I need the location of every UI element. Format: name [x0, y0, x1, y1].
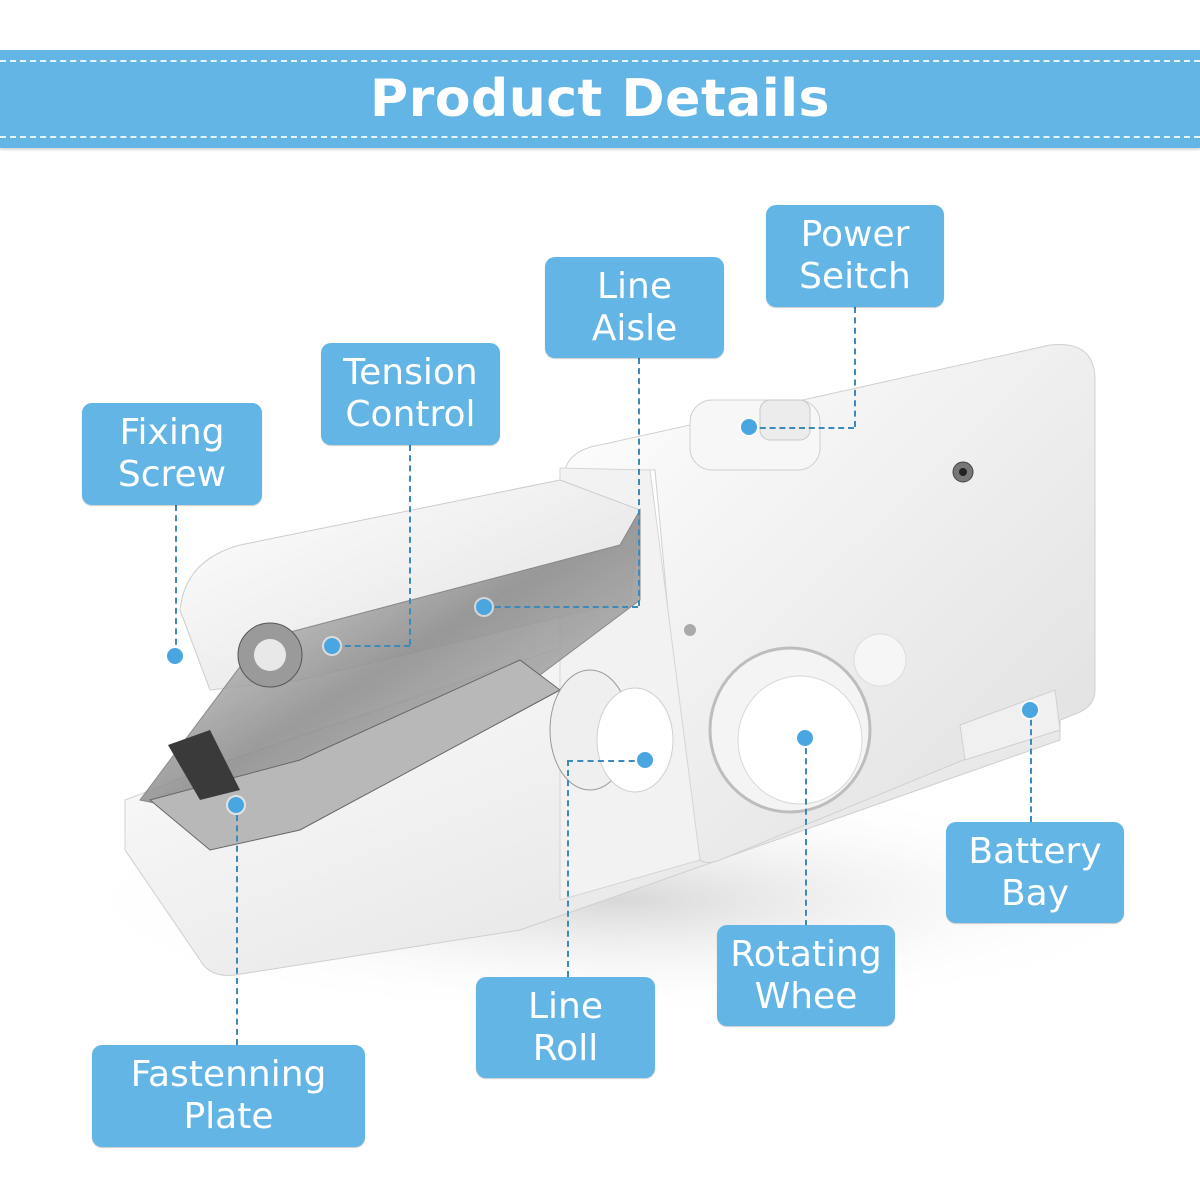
label-line1: Line	[596, 265, 673, 307]
label-tension-control: Tension Control	[321, 343, 500, 445]
marker-fastening-plate	[228, 797, 244, 813]
leader-power-switch	[854, 307, 856, 427]
leader-tension-control	[409, 445, 411, 645]
label-line2: Whee	[754, 975, 858, 1017]
leader-fixing-screw	[175, 505, 177, 655]
header-banner: Product Details	[0, 50, 1200, 148]
label-line1: Battery	[968, 830, 1102, 872]
stitch-line-top	[0, 60, 1200, 62]
page-title: Product Details	[370, 69, 830, 129]
leader-line-roll	[567, 760, 569, 977]
label-line2: Control	[345, 394, 476, 435]
label-line-roll: Line Roll	[476, 977, 655, 1078]
label-line1: Tension	[343, 352, 478, 393]
label-line1: Fixing	[119, 412, 225, 453]
leader-rotating-wheel	[805, 738, 807, 926]
label-line2: Aisle	[591, 307, 678, 349]
leader-battery-bay	[1030, 710, 1032, 822]
label-line-aisle: Line Aisle	[545, 257, 724, 358]
marker-battery-bay	[1022, 702, 1038, 718]
label-line2: Seitch	[799, 256, 911, 297]
label-line2: Roll	[532, 1027, 599, 1069]
leader-fastening-plate	[236, 805, 238, 1045]
marker-tension-control	[324, 638, 340, 654]
marker-line-aisle	[476, 599, 492, 615]
leader-tension-control-h	[335, 645, 410, 647]
marker-rotating-wheel	[797, 730, 813, 746]
label-fastening-plate: Fastenning Plate	[92, 1045, 365, 1147]
label-battery-bay: Battery Bay	[946, 822, 1124, 923]
label-line1: Line	[527, 985, 604, 1027]
stitch-line-bottom	[0, 136, 1200, 138]
leader-power-switch-h	[750, 427, 854, 429]
label-rotating-wheel: Rotating Whee	[717, 925, 895, 1026]
marker-fixing-screw	[167, 648, 183, 664]
label-line2: Plate	[183, 1096, 274, 1137]
marker-line-roll	[637, 752, 653, 768]
marker-power-switch	[741, 419, 757, 435]
leader-line-roll-h	[567, 760, 645, 762]
label-line1: Fastenning	[130, 1054, 327, 1095]
leader-line-aisle-h	[485, 606, 638, 608]
label-fixing-screw: Fixing Screw	[82, 403, 262, 505]
label-power-switch: Power Seitch	[766, 205, 944, 307]
label-line1: Power	[800, 214, 910, 255]
label-line2: Bay	[1000, 872, 1070, 914]
label-line2: Screw	[117, 454, 227, 495]
label-line1: Rotating	[730, 933, 882, 975]
leader-line-aisle	[638, 358, 640, 606]
